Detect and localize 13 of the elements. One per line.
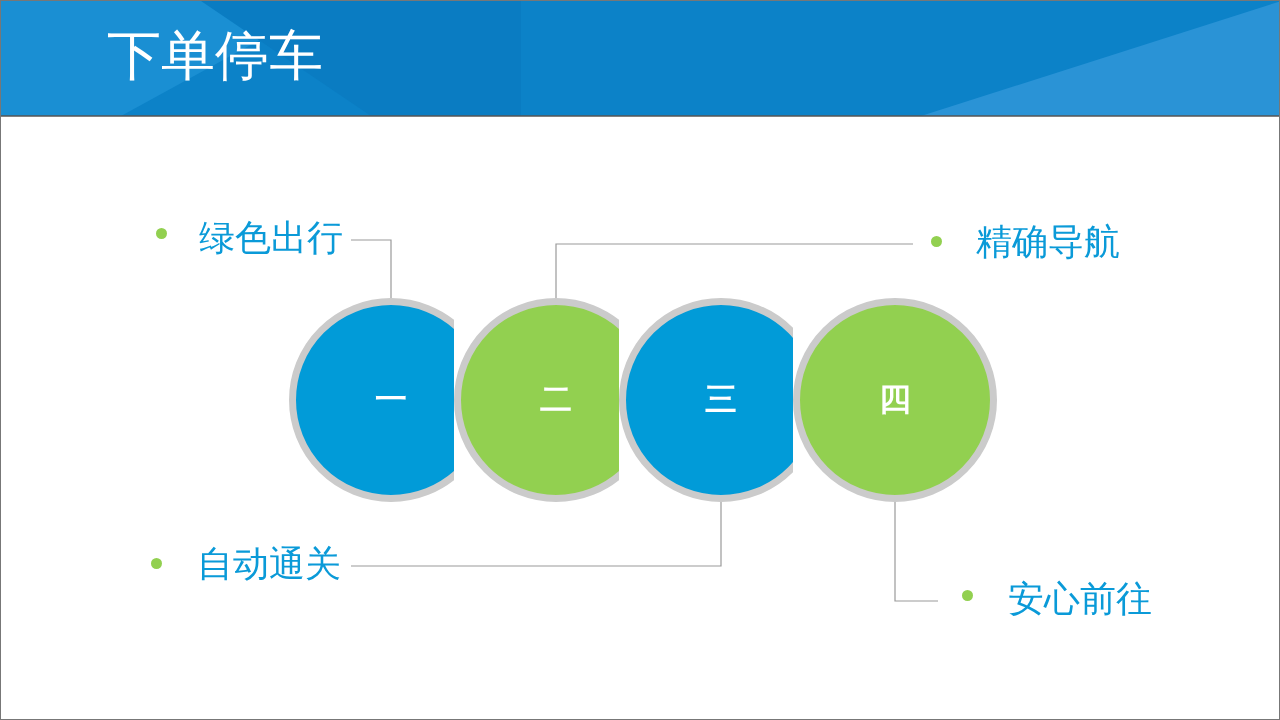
- numbered-circle: 一: [289, 298, 454, 502]
- leader-line: [894, 501, 939, 602]
- numbered-circle: 四: [793, 298, 997, 502]
- item-label: 绿色出行: [199, 216, 343, 260]
- numbered-circle: 三: [619, 298, 793, 502]
- numbered-circle: 二: [454, 298, 619, 502]
- item-label: 精确导航: [913, 220, 1120, 264]
- leader-line: [555, 243, 914, 299]
- title: 下单停车: [107, 25, 323, 87]
- leader-line: [350, 501, 722, 567]
- item-label: 自动通关: [197, 542, 341, 586]
- item-label: 安心前往: [938, 577, 1152, 621]
- leader-line: [350, 239, 392, 299]
